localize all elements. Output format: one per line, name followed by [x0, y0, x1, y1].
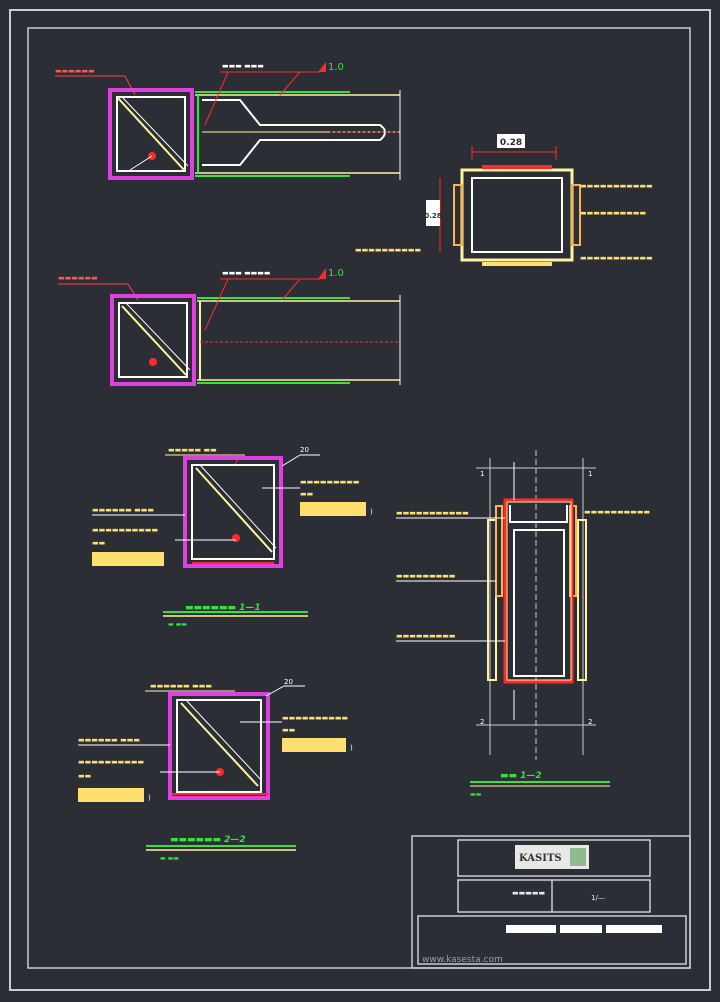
svg-text:▬▬▬▬▬▬▬▬▬: ▬▬▬▬▬▬▬▬▬ [396, 572, 456, 580]
column-section-2 [110, 294, 196, 386]
svg-text:▬▬▬▬▬▬▬▬▬▬: ▬▬▬▬▬▬▬▬▬▬ [580, 209, 646, 217]
detail-1: ▬▬▬▬▬▬ ▬▬▬ ▬▬▬ 1.0 [55, 62, 401, 180]
svg-text:▬▬: ▬▬ [92, 539, 105, 547]
svg-text:▬▬▬▬▬▬▬▬▬▬: ▬▬▬▬▬▬▬▬▬▬ [282, 714, 348, 722]
svg-text:▬▬▬▬▬▬▬▬▬▬: ▬▬▬▬▬▬▬▬▬▬ [78, 758, 144, 766]
svg-text:1: 1 [588, 470, 592, 478]
svg-text:▬▬▬▬▬ ▬▬: ▬▬▬▬▬ ▬▬ [168, 446, 217, 454]
dim-label-top: 0.28 [500, 138, 522, 148]
svg-text:▬▬: ▬▬ [470, 791, 482, 798]
svg-text:▬▬▬▬▬▬▬▬▬▬▬: ▬▬▬▬▬▬▬▬▬▬▬ [396, 509, 469, 517]
website-url: www.kasesta.com [422, 955, 503, 965]
section-2-2: ▬▬▬▬▬▬ ▬▬▬ 20 ▬▬▬▬▬▬▬▬▬▬ ▬▬ ) ▬▬▬▬▬▬ ▬▬▬… [78, 678, 353, 862]
logo-text: KASITS [519, 853, 562, 864]
svg-text:▬▬▬▬▬▬▬▬▬▬: ▬▬▬▬▬▬▬▬▬▬ [584, 508, 650, 516]
svg-text:▬▬▬▬▬▬▬▬▬▬▬: ▬▬▬▬▬▬▬▬▬▬▬ [580, 254, 653, 262]
svg-text:▬▬▬ ▬▬▬: ▬▬▬ ▬▬▬ [222, 62, 264, 70]
marker-label-c: 20 [300, 446, 309, 454]
svg-text:▬▬▬▬▬▬ 2—2: ▬▬▬▬▬▬ 2—2 [170, 835, 246, 845]
svg-text:▬▬▬▬▬▬▬▬▬: ▬▬▬▬▬▬▬▬▬ [396, 632, 456, 640]
svg-text:▬▬▬▬▬▬▬▬▬▬▬: ▬▬▬▬▬▬▬▬▬▬▬ [580, 182, 653, 190]
svg-text:▬▬: ▬▬ [300, 490, 313, 498]
section-1-1: ▬▬▬▬▬ ▬▬ 20 ▬▬▬▬▬▬▬▬▬ ▬▬ ) ▬▬▬▬▬▬ ▬▬▬ ▬▬… [92, 446, 373, 628]
scale-text: 1/— [591, 894, 605, 902]
column-elevation: 1 1 2 2 ▬▬▬▬▬▬▬▬▬▬▬ ▬▬▬▬▬▬▬▬▬▬ ▬▬▬▬▬▬▬▬▬… [396, 450, 650, 798]
inner-frame [27, 27, 691, 969]
svg-text:▬▬: ▬▬ [282, 726, 295, 734]
section-1-1-box [183, 456, 283, 568]
svg-text:1: 1 [480, 470, 484, 478]
outer-frame [9, 9, 711, 991]
svg-text:▬▬: ▬▬ [78, 772, 91, 780]
svg-text:▬ ▬▬: ▬ ▬▬ [160, 855, 179, 862]
detail-2-section: 0.28 0.28 ▬▬▬▬▬▬▬▬▬▬▬ ▬▬▬▬▬▬▬▬▬▬ ▬▬▬▬▬▬▬… [355, 134, 653, 266]
svg-text:▬▬▬ ▬▬▬▬: ▬▬▬ ▬▬▬▬ [222, 269, 271, 277]
svg-text:▬▬▬▬▬▬ ▬▬▬: ▬▬▬▬▬▬ ▬▬▬ [92, 506, 154, 514]
svg-text:▬▬▬▬▬▬ ▬▬▬: ▬▬▬▬▬▬ ▬▬▬ [78, 736, 140, 744]
section-2-2-box [168, 692, 270, 800]
svg-text:▬▬▬▬▬▬ ▬▬▬: ▬▬▬▬▬▬ ▬▬▬ [150, 682, 212, 690]
svg-text:): ) [148, 794, 151, 802]
dim-label-side: 0.28 [424, 212, 441, 220]
detail-3: ▬▬▬▬▬▬ ▬▬▬ ▬▬▬▬ 1.0 [58, 268, 401, 386]
svg-text:▬▬ 1—2: ▬▬ 1—2 [500, 771, 542, 781]
svg-text:▬▬▬▬▬▬▬▬▬▬: ▬▬▬▬▬▬▬▬▬▬ [92, 526, 158, 534]
marker-label-d: 20 [284, 678, 293, 686]
title-block: KASITS ▬▬▬▬▬ 1/— www.kasesta.com [411, 835, 691, 969]
svg-text:): ) [370, 508, 373, 516]
svg-text:2: 2 [588, 718, 592, 726]
svg-text:): ) [350, 744, 353, 752]
svg-text:▬▬▬▬▬▬: ▬▬▬▬▬▬ [58, 274, 98, 282]
svg-text:▬▬▬▬▬▬ 1—1: ▬▬▬▬▬▬ 1—1 [185, 603, 261, 613]
svg-text:▬ ▬▬: ▬ ▬▬ [168, 621, 187, 628]
marker-label-b: 1.0 [328, 268, 344, 279]
svg-text:▬▬▬▬▬▬: ▬▬▬▬▬▬ [55, 67, 95, 75]
svg-text:▬▬▬▬▬▬▬▬▬▬: ▬▬▬▬▬▬▬▬▬▬ [355, 246, 421, 254]
svg-text:▬▬▬▬▬▬▬▬▬: ▬▬▬▬▬▬▬▬▬ [300, 478, 360, 486]
column-section-1 [108, 88, 194, 180]
svg-text:▬▬▬▬▬: ▬▬▬▬▬ [512, 889, 545, 897]
marker-label-a: 1.0 [328, 62, 344, 73]
svg-text:2: 2 [480, 718, 484, 726]
